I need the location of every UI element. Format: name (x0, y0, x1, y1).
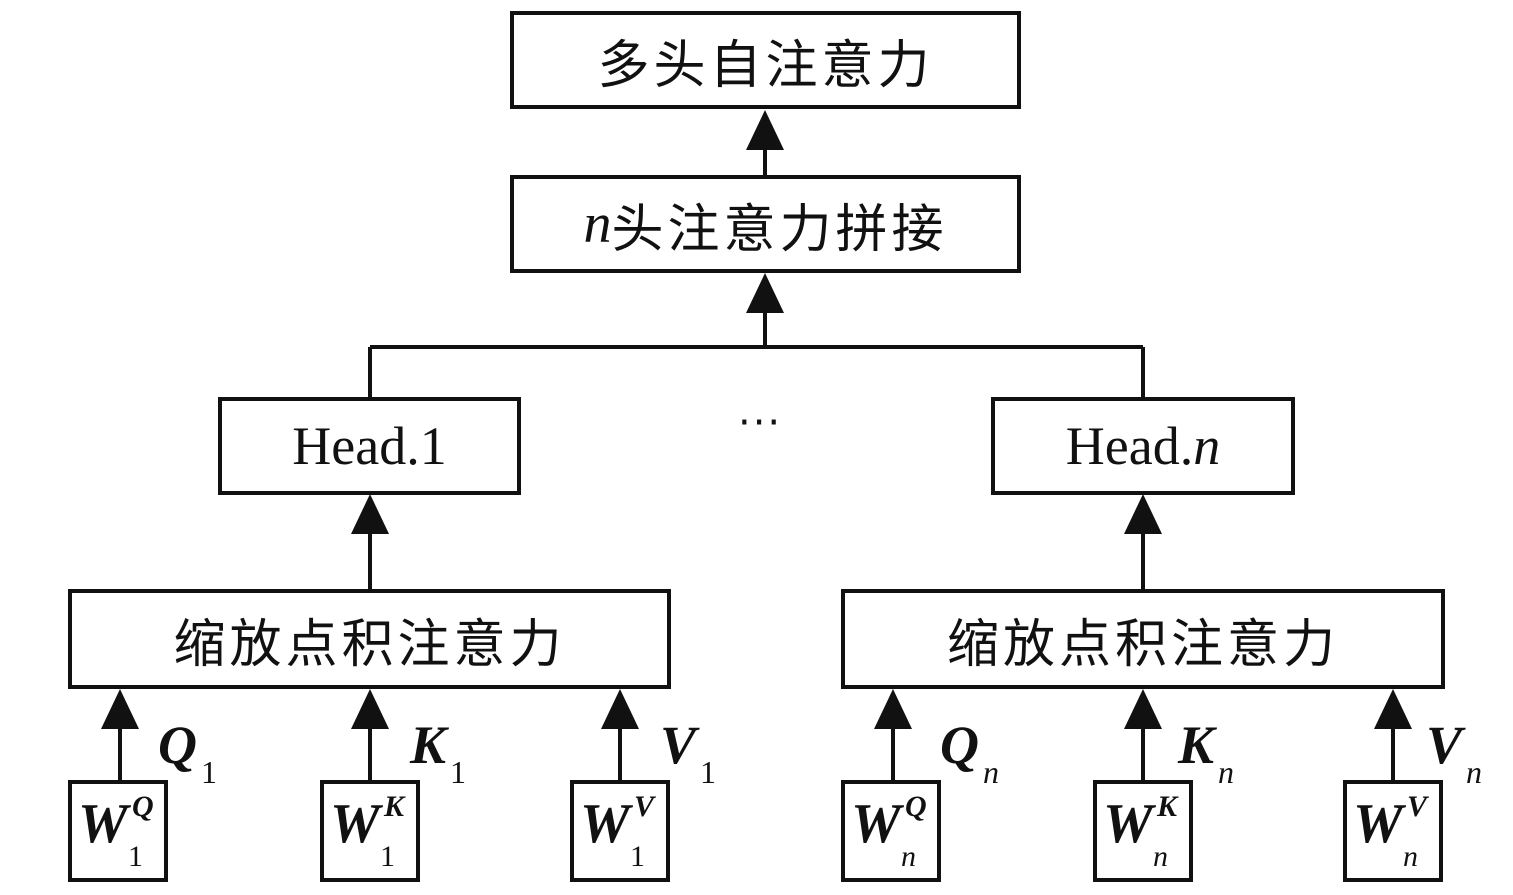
weight-k-symbol-n: W (1103, 793, 1153, 855)
weight-v-symbol-1: W (580, 793, 630, 855)
n-head-concat-label: 头注意力拼接 (611, 199, 948, 260)
arrowhead-v1 (601, 689, 639, 729)
weight-k-superscript-1: K (384, 790, 405, 823)
scaled-dot-product-attention-box-1: 缩放点积注意力 (68, 589, 671, 689)
arrowhead-head-n (1124, 494, 1162, 534)
weight-v-subscript-1: 1 (630, 840, 645, 873)
scaled-dot-product-attention-box-n: 缩放点积注意力 (841, 589, 1445, 689)
weight-v-symbol-n: W (1353, 793, 1403, 855)
head-n-label: Head. (1065, 416, 1194, 476)
weight-k-subscript-1: 1 (380, 840, 395, 873)
arrowhead-head-1 (351, 494, 389, 534)
scaled-dot-product-attention-label-n: 缩放点积注意力 (946, 614, 1339, 675)
weight-q-symbol-1: W (78, 793, 128, 855)
weight-k-symbol-1: W (330, 793, 380, 855)
weight-v-box-n: W V n (1343, 780, 1443, 882)
head-1-box: Head.1 (218, 397, 521, 495)
weight-q-subscript-n: n (901, 840, 916, 873)
weight-q-superscript-1: Q (132, 790, 154, 823)
weight-v-subscript-n: n (1403, 840, 1418, 873)
weight-q-subscript-1: 1 (128, 840, 143, 873)
weight-q-superscript-n: Q (905, 790, 927, 823)
arrowhead-concat (746, 273, 784, 313)
arrowhead-output (746, 110, 784, 150)
weight-k-superscript-n: K (1157, 790, 1178, 823)
head-n-index: n (1193, 416, 1221, 476)
arrowhead-q1 (101, 689, 139, 729)
arrowhead-kn (1124, 689, 1162, 729)
weight-k-box-n: W K n (1093, 780, 1193, 882)
n-head-concat-box: n 头注意力拼接 (510, 175, 1021, 273)
head-1-index: 1 (419, 416, 447, 476)
arrowhead-vn (1374, 689, 1412, 729)
weight-q-box-1: W Q 1 (68, 780, 168, 882)
weight-v-superscript-1: V (634, 790, 655, 823)
arrowhead-k1 (351, 689, 389, 729)
weight-k-subscript-n: n (1153, 840, 1168, 873)
head-1-label: Head. (292, 416, 420, 476)
weight-k-box-1: W K 1 (320, 780, 420, 882)
n-head-concat-prefix: n (583, 193, 612, 255)
arrowhead-qn (874, 689, 912, 729)
heads-ellipsis: ··· (738, 400, 783, 446)
weight-v-box-1: W V 1 (570, 780, 670, 882)
weight-q-symbol-n: W (851, 793, 901, 855)
multi-head-self-attention-box: 多头自注意力 (510, 11, 1021, 109)
weight-q-box-n: W Q n (841, 780, 941, 882)
multi-head-self-attention-label: 多头自注意力 (597, 35, 934, 96)
scaled-dot-product-attention-label-1: 缩放点积注意力 (173, 614, 566, 675)
head-n-box: Head.n (991, 397, 1295, 495)
weight-v-superscript-n: V (1407, 790, 1428, 823)
